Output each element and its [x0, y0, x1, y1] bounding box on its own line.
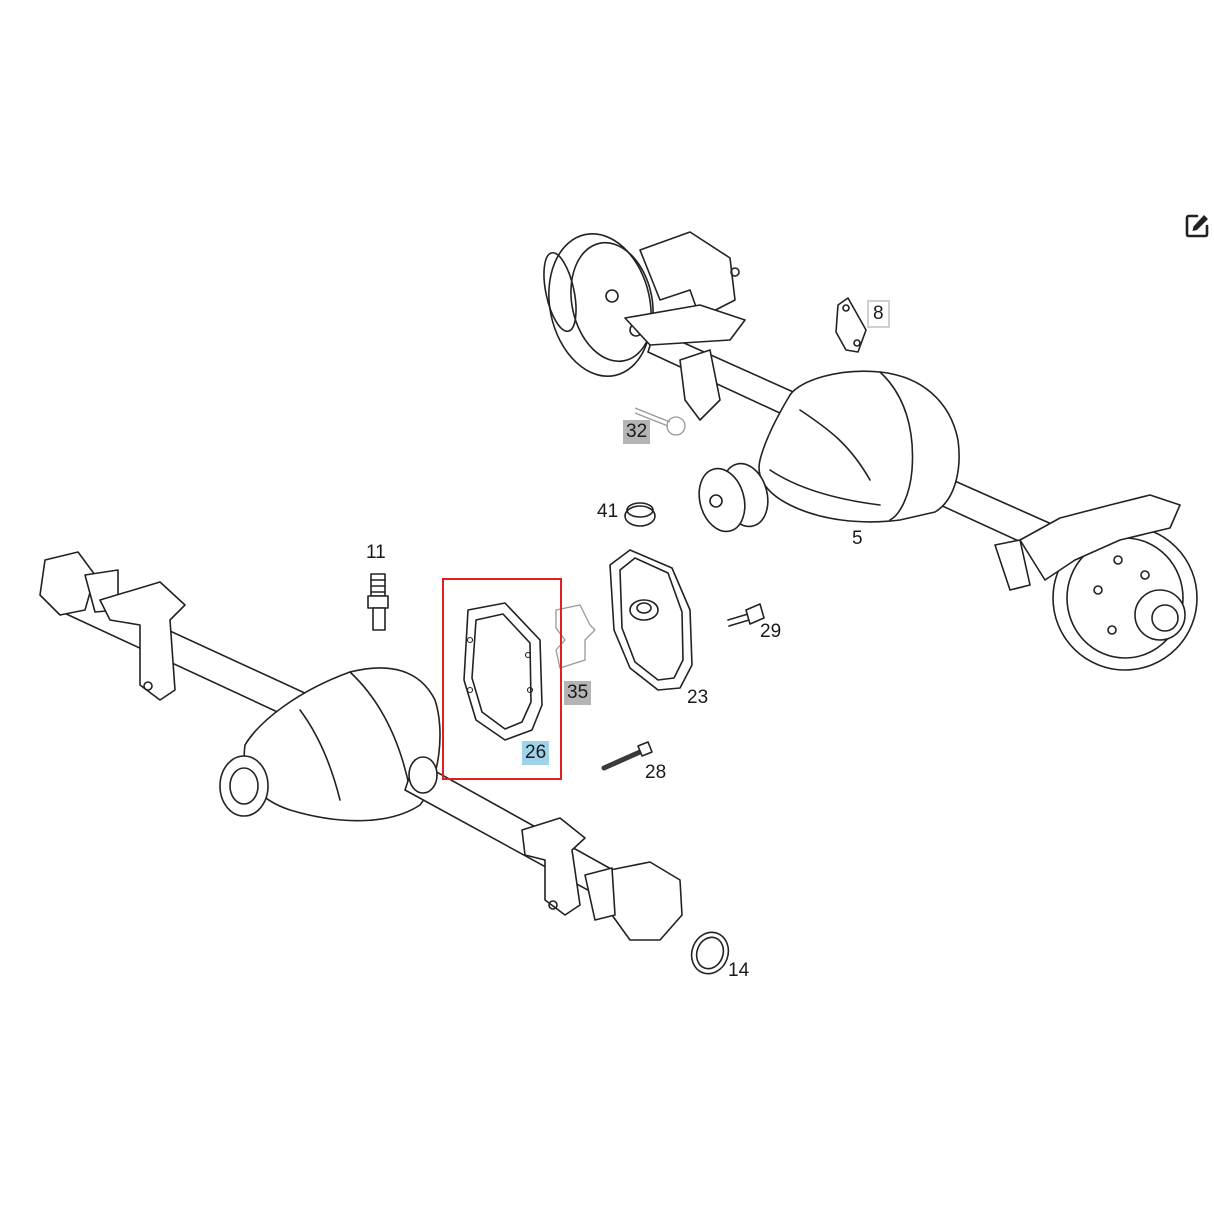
callout-35[interactable]: 35 [564, 681, 592, 705]
part-8-plate [835, 297, 867, 353]
part-26-gasket[interactable] [463, 602, 543, 741]
part-41-plug [624, 502, 656, 527]
callout-8[interactable]: 8 [867, 300, 890, 328]
callout-41[interactable]: 41 [597, 501, 619, 522]
part-35-shim [555, 604, 596, 669]
selected-part-highlight [442, 578, 562, 780]
part-29-bolt [727, 603, 765, 627]
part-28-bolt [601, 741, 653, 771]
callout-5[interactable]: 5 [852, 528, 863, 549]
callout-29[interactable]: 29 [760, 621, 782, 642]
callout-28[interactable]: 28 [645, 762, 667, 783]
edit-icon[interactable] [1183, 212, 1214, 244]
part-14-seal-ring [690, 931, 730, 975]
callout-32[interactable]: 32 [623, 420, 651, 444]
callout-14[interactable]: 14 [728, 960, 750, 981]
part-23-cover [609, 549, 693, 691]
lower-axle-housing [39, 551, 683, 941]
callout-23[interactable]: 23 [687, 687, 709, 708]
callout-11[interactable]: 11 [366, 542, 386, 563]
callout-26[interactable]: 26 [522, 741, 550, 765]
upper-axle-assembly [543, 231, 1198, 671]
edit-icon-glyph [1185, 214, 1209, 238]
part-32-bolt [634, 407, 686, 436]
part-11-vent [367, 573, 389, 631]
